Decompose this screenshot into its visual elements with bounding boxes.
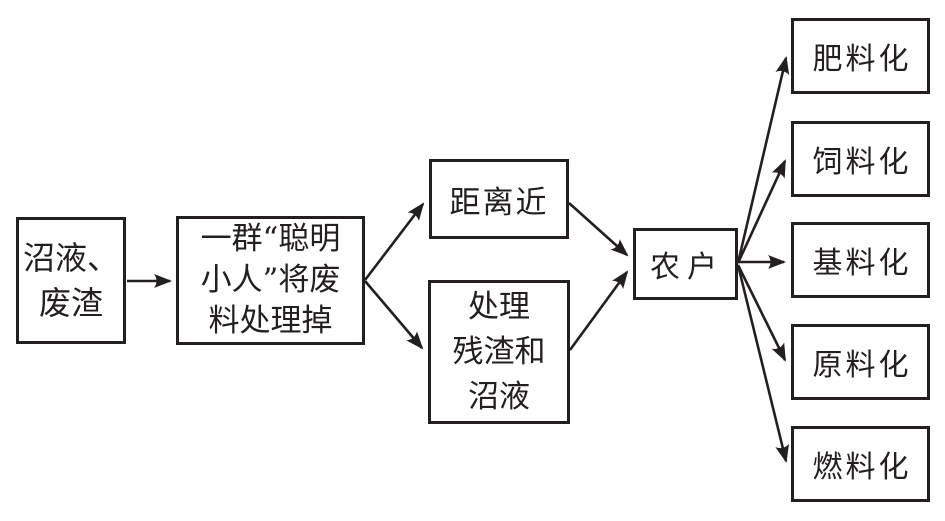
node-text-line: 饲料化 [812, 145, 912, 180]
node-close-distance: 距离近 [429, 159, 569, 239]
node-text-line: 肥料化 [812, 42, 912, 77]
arrow-processor-to-distance [363, 202, 425, 281]
arrow-farmer-to-fertilizer [736, 56, 790, 264]
node-text-line: 农户 [650, 250, 724, 285]
node-output-raw-material: 原料化 [791, 324, 930, 400]
node-text-line: 沼液、 [22, 238, 119, 277]
arrow-farmer-to-raw-material [736, 264, 787, 362]
arrow-farmer-to-fuel [736, 264, 789, 463]
node-text-line: 距离近 [449, 184, 549, 221]
node-text-line: 沼液 [468, 378, 530, 415]
node-text-line: 一群“聪明 [200, 221, 341, 257]
arrow-processor-to-treatment [364, 280, 424, 350]
node-farmer: 农户 [633, 228, 738, 300]
node-output-fertilizer: 肥料化 [791, 18, 930, 94]
node-output-substrate: 基料化 [791, 222, 930, 298]
node-text-line: 燃料化 [812, 450, 912, 485]
node-output-fuel: 燃料化 [791, 426, 930, 502]
node-clever-people-processors: 一群“聪明 小人”将废 料处理掉 [176, 216, 365, 345]
arrow-treatment-to-farmer [568, 270, 629, 351]
arrow-distance-to-farmer [568, 202, 629, 257]
node-text-line: 处理 [468, 288, 530, 325]
node-treat-residue-slurry: 处理 残渣和 沼液 [428, 280, 570, 424]
node-text-line: 料处理掉 [208, 303, 333, 339]
node-biogas-slurry-waste: 沼液、 废渣 [16, 217, 126, 344]
node-text-line: 小人”将废 [200, 262, 341, 298]
node-text-line: 废渣 [38, 283, 103, 322]
node-text-line: 原料化 [812, 348, 912, 383]
arrow-farmer-to-feed [736, 159, 787, 264]
node-text-line: 残渣和 [452, 333, 546, 370]
node-text-line: 基料化 [812, 246, 912, 281]
node-output-feed: 饲料化 [791, 121, 930, 197]
